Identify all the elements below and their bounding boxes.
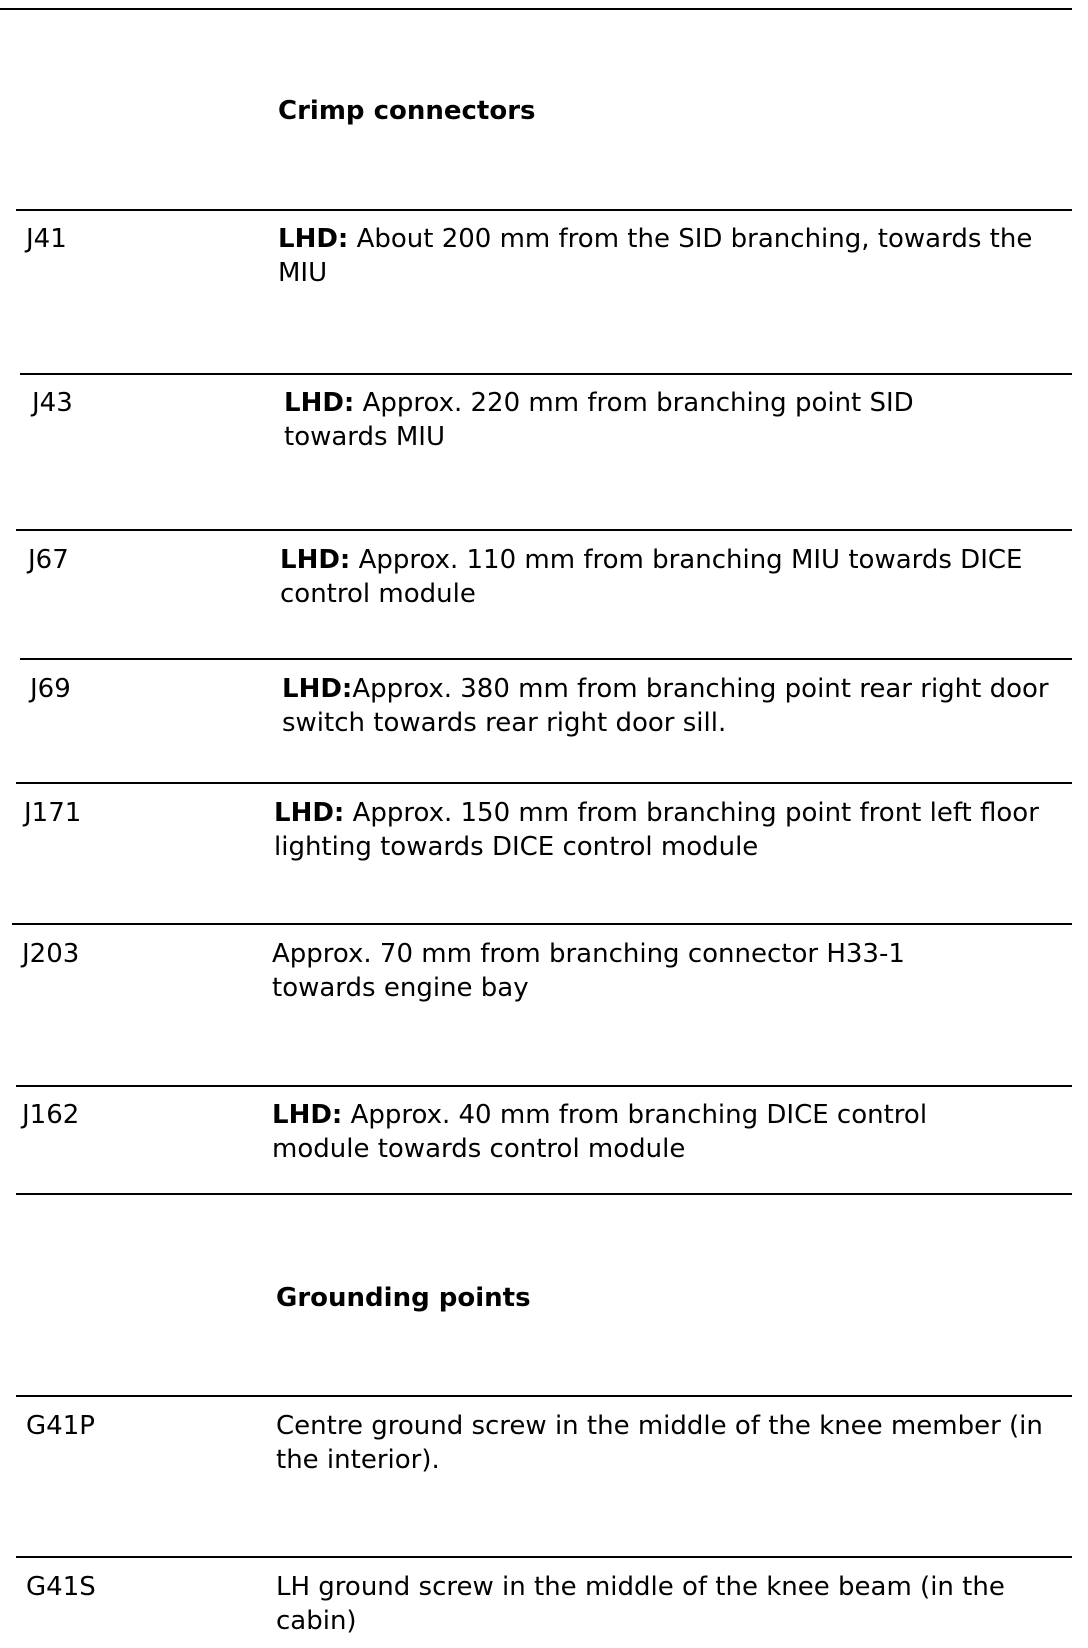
lhd-prefix: LHD:	[274, 798, 345, 828]
description-text: Centre ground screw in the middle of the…	[276, 1411, 1043, 1475]
ground-point-description: Centre ground screw in the middle of the…	[276, 1409, 1066, 1477]
row-rule	[16, 1085, 1072, 1087]
ground-point-code: G41P	[26, 1411, 95, 1441]
connector-code: J69	[30, 674, 71, 704]
description-text: LH ground screw in the middle of the kne…	[276, 1572, 1005, 1636]
description-text: Approx. 40 mm from branching DICE contro…	[272, 1100, 928, 1164]
connector-description: LHD: Approx. 150 mm from branching point…	[274, 796, 1054, 864]
description-text: Approx. 70 mm from branching connector H…	[272, 939, 905, 1003]
lhd-prefix: LHD:	[282, 674, 353, 704]
row-rule	[16, 782, 1072, 784]
lhd-prefix: LHD:	[280, 545, 351, 575]
connector-code: J41	[26, 224, 67, 254]
connector-description: Approx. 70 mm from branching connector H…	[272, 937, 992, 1005]
row-rule	[16, 529, 1072, 531]
top-rule	[0, 8, 1072, 10]
description-text: Approx. 150 mm from branching point fron…	[274, 798, 1039, 862]
connector-code: J43	[32, 388, 73, 418]
row-rule	[20, 658, 1072, 660]
row-rule	[12, 923, 1072, 925]
connector-description: LHD: Approx. 110 mm from branching MIU t…	[280, 543, 1040, 611]
section-end-rule	[16, 1193, 1072, 1195]
row-rule	[16, 1395, 1072, 1397]
description-text: Approx. 220 mm from branching point SID …	[284, 388, 914, 452]
row-rule	[20, 373, 1072, 375]
connector-code: J162	[22, 1100, 80, 1130]
description-text: Approx. 380 mm from branching point rear…	[282, 674, 1049, 738]
connector-code: J67	[28, 545, 69, 575]
ground-point-code: G41S	[26, 1572, 96, 1602]
connector-description: LHD: Approx. 220 mm from branching point…	[284, 386, 1024, 454]
section-heading-grounding-points: Grounding points	[276, 1283, 531, 1313]
lhd-prefix: LHD:	[284, 388, 355, 418]
connector-description: LHD:Approx. 380 mm from branching point …	[282, 672, 1062, 740]
lhd-prefix: LHD:	[278, 224, 349, 254]
connector-description: LHD: About 200 mm from the SID branching…	[278, 222, 1068, 290]
lhd-prefix: LHD:	[272, 1100, 343, 1130]
connector-code: J171	[24, 798, 82, 828]
connector-description: LHD: Approx. 40 mm from branching DICE c…	[272, 1098, 1002, 1166]
description-text: About 200 mm from the SID branching, tow…	[278, 224, 1033, 288]
description-text: Approx. 110 mm from branching MIU toward…	[280, 545, 1023, 609]
section-heading-crimp-connectors: Crimp connectors	[278, 96, 536, 126]
ground-point-description: LH ground screw in the middle of the kne…	[276, 1570, 1066, 1638]
connector-code: J203	[22, 939, 80, 969]
row-rule	[16, 1556, 1072, 1558]
row-rule	[16, 209, 1072, 211]
